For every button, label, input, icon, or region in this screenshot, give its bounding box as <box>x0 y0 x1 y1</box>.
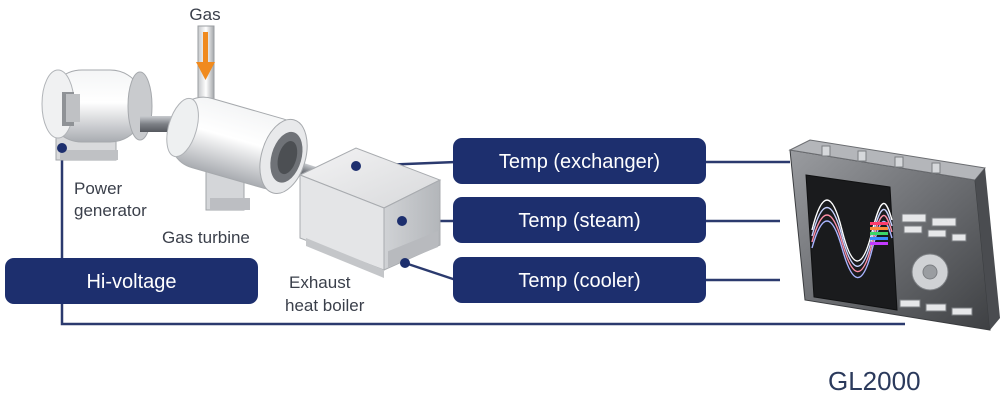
exhaust-heat-boiler <box>298 147 442 278</box>
logger-legend-bars <box>870 222 888 245</box>
exhaust-heat-boiler-label-line1: Exhaust <box>289 273 351 292</box>
dot-cooler <box>400 258 410 268</box>
gas-turbine-label: Gas turbine <box>162 228 250 247</box>
exhaust-heat-boiler-label-line2: heat boiler <box>285 296 365 315</box>
pill-hi-voltage: Hi-voltage <box>5 258 258 304</box>
pill-temp-steam: Temp (steam) <box>453 197 706 243</box>
power-generator <box>41 69 153 161</box>
pill-temp-exchanger: Temp (exchanger) <box>453 138 706 184</box>
logger-screen <box>805 174 898 311</box>
gas-arrow <box>196 32 215 80</box>
gas-turbine <box>166 96 308 211</box>
wire-hi-voltage <box>60 148 905 326</box>
wire-cooler <box>404 261 457 282</box>
logger-knobs <box>821 145 941 174</box>
pill-temp-exchanger-label: Temp (exchanger) <box>499 151 660 173</box>
wire-endpoints <box>57 143 410 268</box>
gas-label: Gas <box>189 5 220 24</box>
pill-temp-steam-label: Temp (steam) <box>518 210 640 232</box>
data-logger <box>788 139 1000 331</box>
dot-steam <box>397 216 407 226</box>
dot-generator <box>57 143 67 153</box>
pill-hi-voltage-label: Hi-voltage <box>86 271 176 293</box>
pill-temp-cooler: Temp (cooler) <box>453 257 706 303</box>
dot-exchanger <box>351 161 361 171</box>
pill-temp-cooler-label: Temp (cooler) <box>518 270 640 292</box>
logger-waveforms <box>811 199 893 279</box>
model-label: GL2000 <box>828 366 921 396</box>
power-generator-label-line1: Power <box>74 179 123 198</box>
logger-buttons <box>899 213 973 316</box>
power-generator-label-line2: generator <box>74 201 147 220</box>
